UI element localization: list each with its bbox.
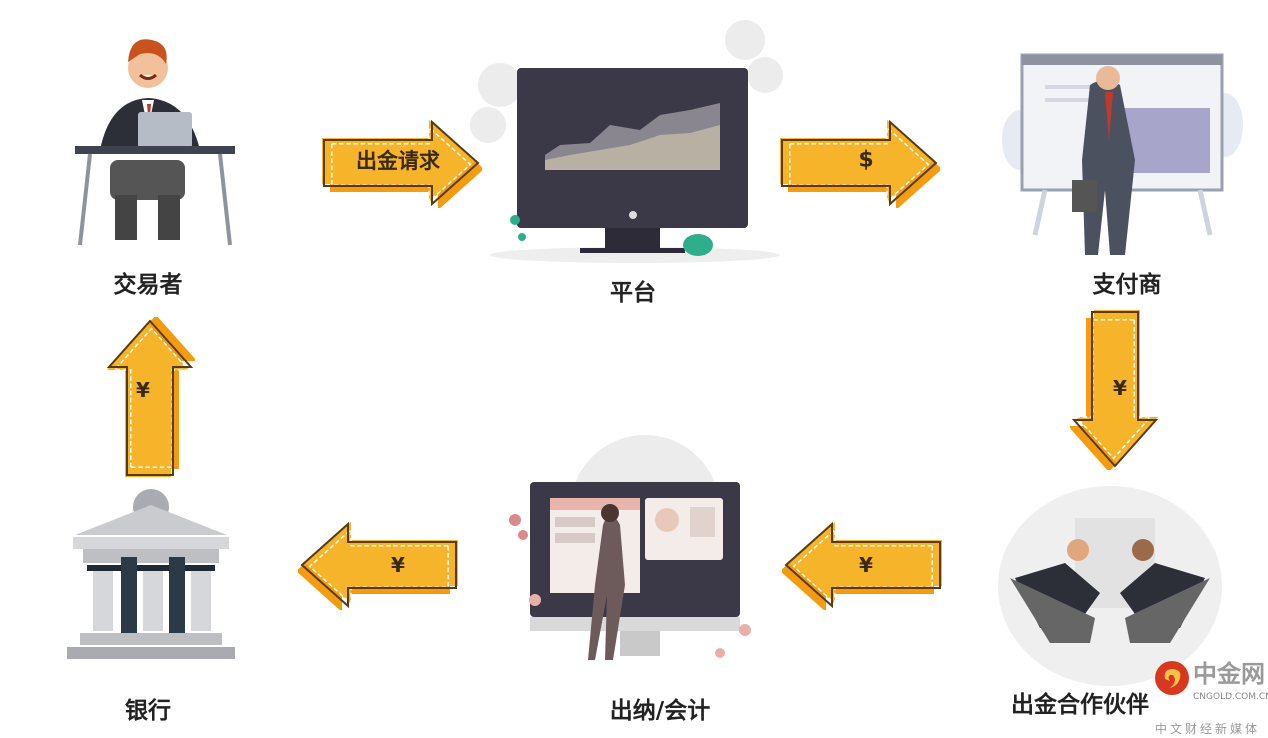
arrow-label-dollar: $	[858, 147, 874, 173]
node-label-payment-provider: 支付商	[1092, 272, 1162, 298]
arrow-label-yuan: ¥	[136, 378, 150, 402]
watermark-brand: 中金网	[1193, 660, 1265, 688]
arrow-cashier-to-bank	[298, 521, 458, 610]
payment-provider-illustration	[1002, 53, 1243, 255]
node-label-bank: 银行	[125, 698, 171, 724]
arrow-outline	[781, 119, 938, 207]
bank-illustration	[67, 489, 235, 659]
arrow-bank-to-trader	[106, 317, 195, 477]
node-label-partner: 出金合作伙伴	[1011, 692, 1149, 718]
arrow-label-yuan: ¥	[859, 553, 873, 577]
node-label-platform: 平台	[610, 280, 656, 306]
arrow-dashed-border	[308, 527, 449, 606]
cashier-illustration	[509, 435, 751, 660]
arrow-label-yuan: ¥	[391, 553, 405, 577]
watermark-domain: CNGOLD.COM.CN	[1193, 692, 1268, 702]
arrow-dashed-border	[112, 327, 191, 468]
node-label-trader: 交易者	[113, 272, 183, 298]
arrow-label-yuan: ¥	[1113, 376, 1127, 400]
arrow-outline	[1071, 311, 1159, 468]
arrow-outline	[784, 521, 941, 609]
trader-illustration	[75, 39, 235, 246]
partner-illustration	[998, 486, 1222, 686]
arrow-outline	[323, 119, 480, 207]
arrow-dashed-border	[331, 125, 472, 204]
arrow-dashed-border	[789, 125, 930, 204]
arrow-dashed-border	[1074, 319, 1153, 460]
watermark-slogan: 中文财经新媒体	[1155, 722, 1261, 736]
arrow-provider-to-partner	[1070, 310, 1159, 470]
arrow-dashed-border	[792, 527, 933, 606]
arrow-platform-to-provider	[780, 119, 940, 208]
node-label-cashier: 出纳/会计	[609, 698, 711, 724]
arrow-outline	[106, 319, 194, 476]
arrow-outline	[300, 521, 457, 609]
platform-illustration	[470, 20, 783, 263]
arrow-trader-to-platform	[322, 119, 482, 208]
arrow-partner-to-cashier	[782, 521, 942, 610]
cngold-logo-icon	[1155, 661, 1189, 695]
arrow-label-withdrawal-request: 出金请求	[356, 149, 440, 173]
